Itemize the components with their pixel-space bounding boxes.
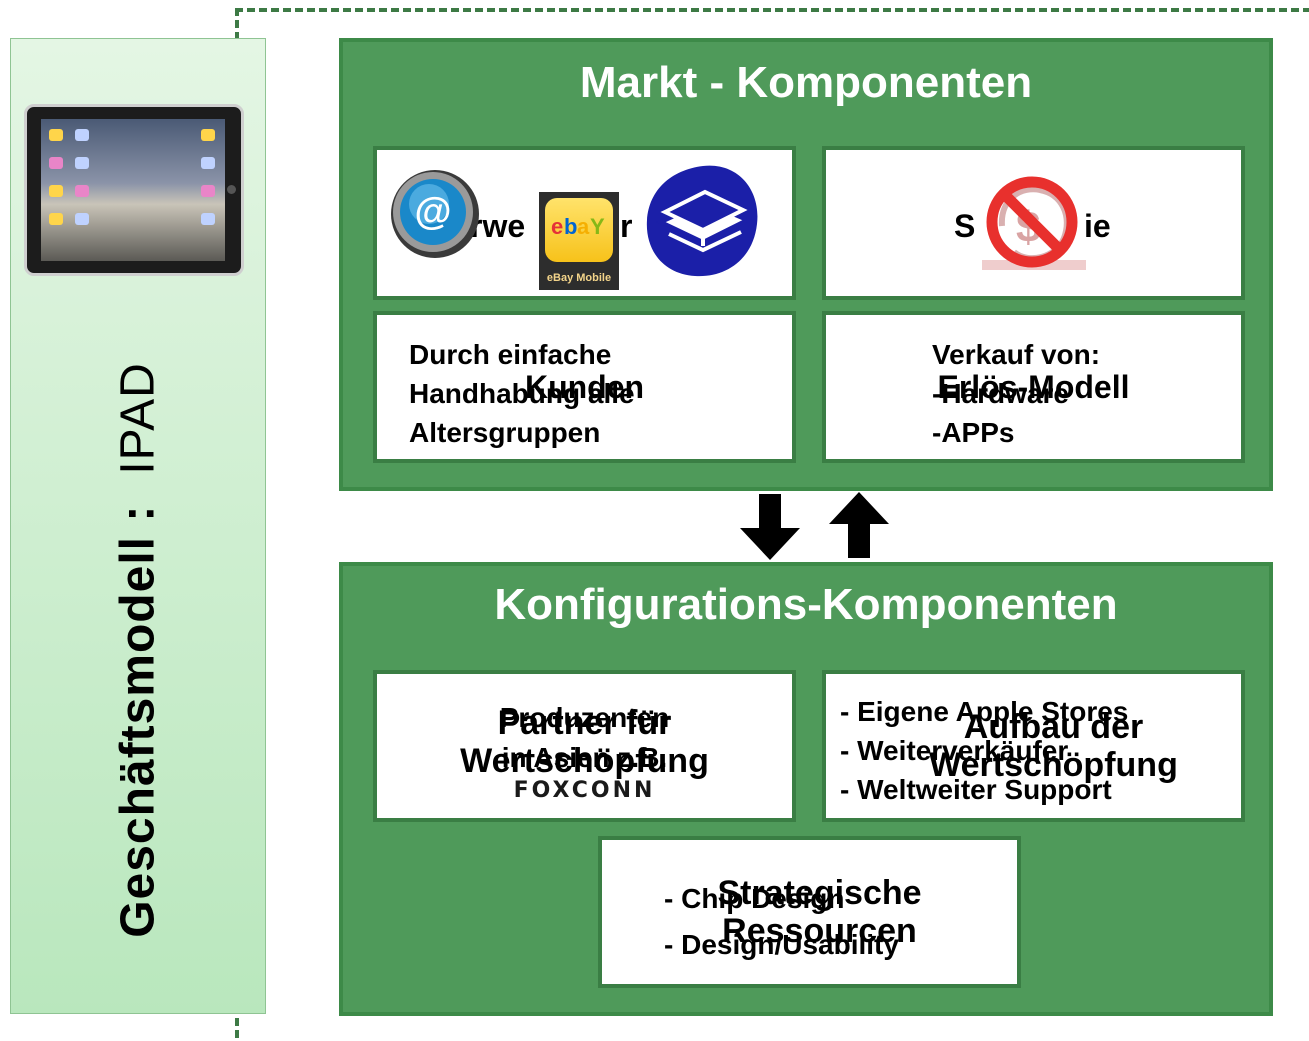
aufbau-line-3: - Weltweiter Support — [840, 774, 1112, 805]
partner-line-2: in Asien z.B. — [501, 742, 668, 773]
at-sign-icon: @ — [391, 170, 479, 258]
home-button-icon — [227, 185, 236, 194]
kunden-line-1: Durch einfache — [409, 339, 612, 370]
ressourcen-line-2: - Design/Usability — [664, 929, 899, 960]
partner-box: Produzenten in Asien z.B. FOXCONN Partne… — [373, 670, 796, 822]
erloes-line-3: -APPs — [932, 417, 1015, 448]
arrow-up-icon — [829, 492, 889, 558]
konfiguration-panel: Konfigurations-Komponenten Produzenten i… — [339, 562, 1273, 1016]
partner-text: Produzenten in Asien z.B. — [377, 698, 792, 778]
foxconn-logo: FOXCONN — [513, 778, 656, 803]
nutzenversprechen-box: rwe r @ e b a Y eBay Mobile — [373, 146, 796, 300]
app-icon-column — [201, 129, 215, 225]
nutzen-heading-end: r — [620, 208, 633, 244]
erloes-line-2: -Hardware — [932, 378, 1069, 409]
markt-panel: Markt - Komponenten rwe r @ e b a Y eBay… — [339, 38, 1273, 491]
sidebar-subtitle: IPAD — [111, 362, 165, 475]
ipad-screen — [41, 119, 225, 261]
erloes-heading: Erlös-Modell — [937, 369, 1130, 405]
nutzen-heading-start: rwe — [470, 208, 526, 244]
strategie-box: S ie $ — [822, 146, 1245, 300]
aufbau-line-2: - Weiterverkäufer — [840, 735, 1069, 766]
ebay-mobile-caption: eBay Mobile — [546, 272, 612, 284]
aufbau-box: - Eigene Apple Stores - Weiterverkäufer … — [822, 670, 1245, 822]
kunden-heading: Kunden — [524, 369, 645, 405]
ressourcen-heading: Strategische Ressourcen — [717, 874, 922, 950]
ebay-mobile-icon: e b a Y eBay Mobile — [539, 192, 619, 290]
app-icon-grid — [49, 129, 89, 225]
erloes-line-1: Verkauf von: — [932, 339, 1101, 370]
partner-heading: Partner für Wertschöpfung — [460, 704, 709, 780]
book-icon — [646, 165, 758, 277]
kunden-text: Durch einfache Handhabung alle Altersgru… — [409, 335, 635, 452]
aufbau-text: - Eigene Apple Stores - Weiterverkäufer … — [840, 692, 1128, 809]
kunden-box: Durch einfache Handhabung alle Altersgru… — [373, 311, 796, 463]
sidebar-title: Geschäftsmodell : IPAD — [111, 362, 166, 938]
aufbau-heading: Aufbau der Wertschöpfung — [929, 708, 1178, 784]
svg-text:b: b — [564, 214, 577, 239]
arrow-down-icon — [740, 494, 800, 560]
ressourcen-text: - Chip Design - Design/Usability — [664, 876, 899, 968]
markt-title: Markt - Komponenten — [579, 58, 1033, 107]
svg-text:e: e — [551, 214, 563, 239]
partner-line-1: Produzenten — [499, 702, 670, 733]
ressourcen-line-1: - Chip Design — [664, 883, 845, 914]
aufbau-line-1: - Eigene Apple Stores — [840, 696, 1129, 727]
no-price-icon: $ — [982, 176, 1086, 270]
svg-text:a: a — [577, 214, 590, 239]
svg-text:Y: Y — [590, 214, 605, 239]
strategie-heading-end: ie — [1084, 208, 1111, 244]
ressourcen-box: - Chip Design - Design/Usability Strateg… — [598, 836, 1021, 988]
svg-text:@: @ — [414, 191, 451, 233]
sidebar-title-text: Geschäftsmodell : — [111, 504, 165, 938]
kunden-line-3: Altersgruppen — [409, 417, 601, 448]
strategie-heading-start: S — [954, 208, 976, 244]
erloes-modell-box: Verkauf von: -Hardware -APPs Erlös-Model… — [822, 311, 1245, 463]
kunden-line-2: Handhabung alle — [409, 378, 635, 409]
erloes-text: Verkauf von: -Hardware -APPs — [932, 335, 1100, 452]
ipad-image — [24, 104, 244, 276]
konfiguration-title: Konfigurations-Komponenten — [494, 580, 1118, 629]
